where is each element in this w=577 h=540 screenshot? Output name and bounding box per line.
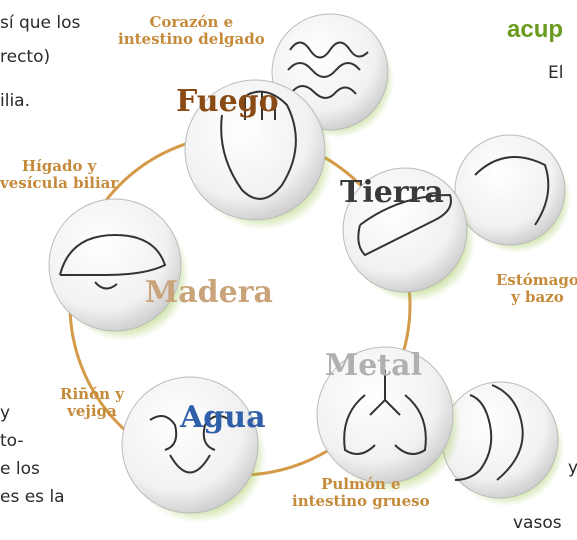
left-text-line-3: ilia. xyxy=(0,91,30,111)
metal-organs-label: Pulmón e intestino grueso xyxy=(292,475,430,510)
lungs-sphere xyxy=(316,346,461,493)
left-text-line-7: es es la xyxy=(0,487,65,507)
water-organs-label: Riñón y vejiga xyxy=(60,385,124,420)
element-earth: Tierra xyxy=(340,175,444,210)
section-heading: acup xyxy=(507,16,564,43)
element-water: Agua xyxy=(180,400,266,435)
left-text-line-4: y xyxy=(0,403,11,423)
fire-organs-label: Corazón e intestino delgado xyxy=(118,13,265,48)
right-text-line-2: y xyxy=(568,458,577,478)
element-fire: Fuego xyxy=(176,84,279,119)
right-text-line-3: vasos xyxy=(513,513,562,533)
kidney-sphere xyxy=(121,376,266,523)
left-text-line-1: sí que los xyxy=(0,13,81,33)
stomach-sphere xyxy=(342,167,475,302)
heart-sphere xyxy=(184,79,333,230)
earth-organs-label: Estómago y bazo xyxy=(496,271,577,306)
left-text-line-2: recto) xyxy=(0,47,51,67)
left-text-line-6: e los xyxy=(0,459,40,479)
wood-organs-label: Hígado y vesícula biliar xyxy=(0,157,119,192)
left-text-line-5: to- xyxy=(0,431,24,451)
right-text-line-1: El xyxy=(548,63,564,83)
liver-sphere xyxy=(48,198,189,341)
large-intestine-sphere xyxy=(441,381,564,506)
element-metal: Metal xyxy=(325,348,422,383)
element-wood: Madera xyxy=(145,275,273,310)
spleen-sphere xyxy=(454,134,571,253)
